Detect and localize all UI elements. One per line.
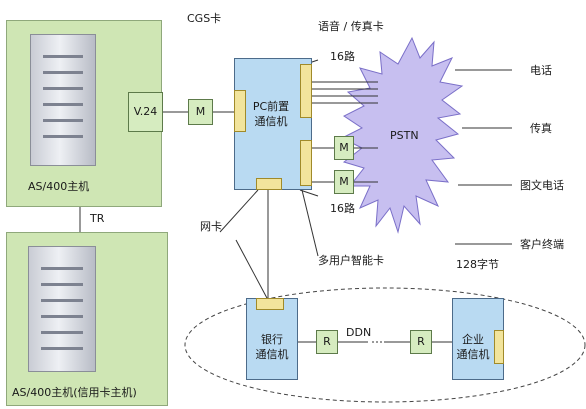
enterprise-comm-line2: 通信机 (456, 348, 490, 361)
multi-user-card (300, 140, 312, 186)
bank-comm-line2: 通信机 (255, 348, 289, 361)
customer-terminal-label: 客户终端 (520, 238, 564, 251)
modem-box-upper (334, 136, 354, 160)
modem-left-label: M (195, 105, 206, 118)
lines-16-top-label: 16路 (330, 50, 355, 63)
server-image-top (30, 34, 96, 166)
tr-label: TR (90, 212, 105, 225)
bank-comm-box (246, 298, 298, 380)
router-box-left (316, 330, 338, 354)
router-right-label: R (417, 335, 425, 348)
router-box-right (410, 330, 432, 354)
pc-frontend-line2: 通信机 (254, 115, 288, 128)
modem-upper-label: M (339, 141, 349, 154)
voice-fax-card-label: 语音 / 传真卡 (318, 20, 384, 33)
lines-16-bottom-label: 16路 (330, 202, 355, 215)
enterprise-comm-line1: 企业 (462, 333, 484, 346)
modem-box-left (188, 99, 213, 125)
phone-label: 电话 (530, 64, 552, 77)
graphic-phone-label: 图文电话 (520, 179, 564, 192)
bytes-128-label: 128字节 (456, 258, 499, 271)
ddn-label: DDN (346, 326, 372, 339)
pstn-cloud (340, 36, 464, 234)
host-top-label: AS/400主机 (28, 180, 90, 193)
modem-box-lower (334, 170, 354, 194)
server-image-bottom (28, 246, 96, 372)
bank-comm-line1: 银行 (261, 333, 283, 346)
pstn-label: PSTN (390, 129, 419, 142)
router-left-label: R (323, 335, 331, 348)
fax-label: 传真 (530, 122, 552, 135)
pc-frontend-line1: PC前置 (252, 100, 290, 113)
enterprise-card (494, 330, 504, 364)
modem-lower-label: M (339, 175, 349, 188)
v24-label: V.24 (133, 105, 158, 118)
voice-fax-card (300, 64, 312, 118)
bank-network-ellipse (184, 287, 586, 403)
cgs-card-label: CGS卡 (187, 12, 222, 25)
multi-user-card-label: 多用户智能卡 (318, 254, 384, 267)
bank-network-card (256, 298, 284, 310)
network-card (256, 178, 282, 190)
v24-box (128, 92, 163, 132)
network-card-label: 网卡 (200, 220, 222, 233)
host-bottom-label: AS/400主机(信用卡主机) (12, 386, 137, 399)
cgs-card (234, 90, 246, 132)
